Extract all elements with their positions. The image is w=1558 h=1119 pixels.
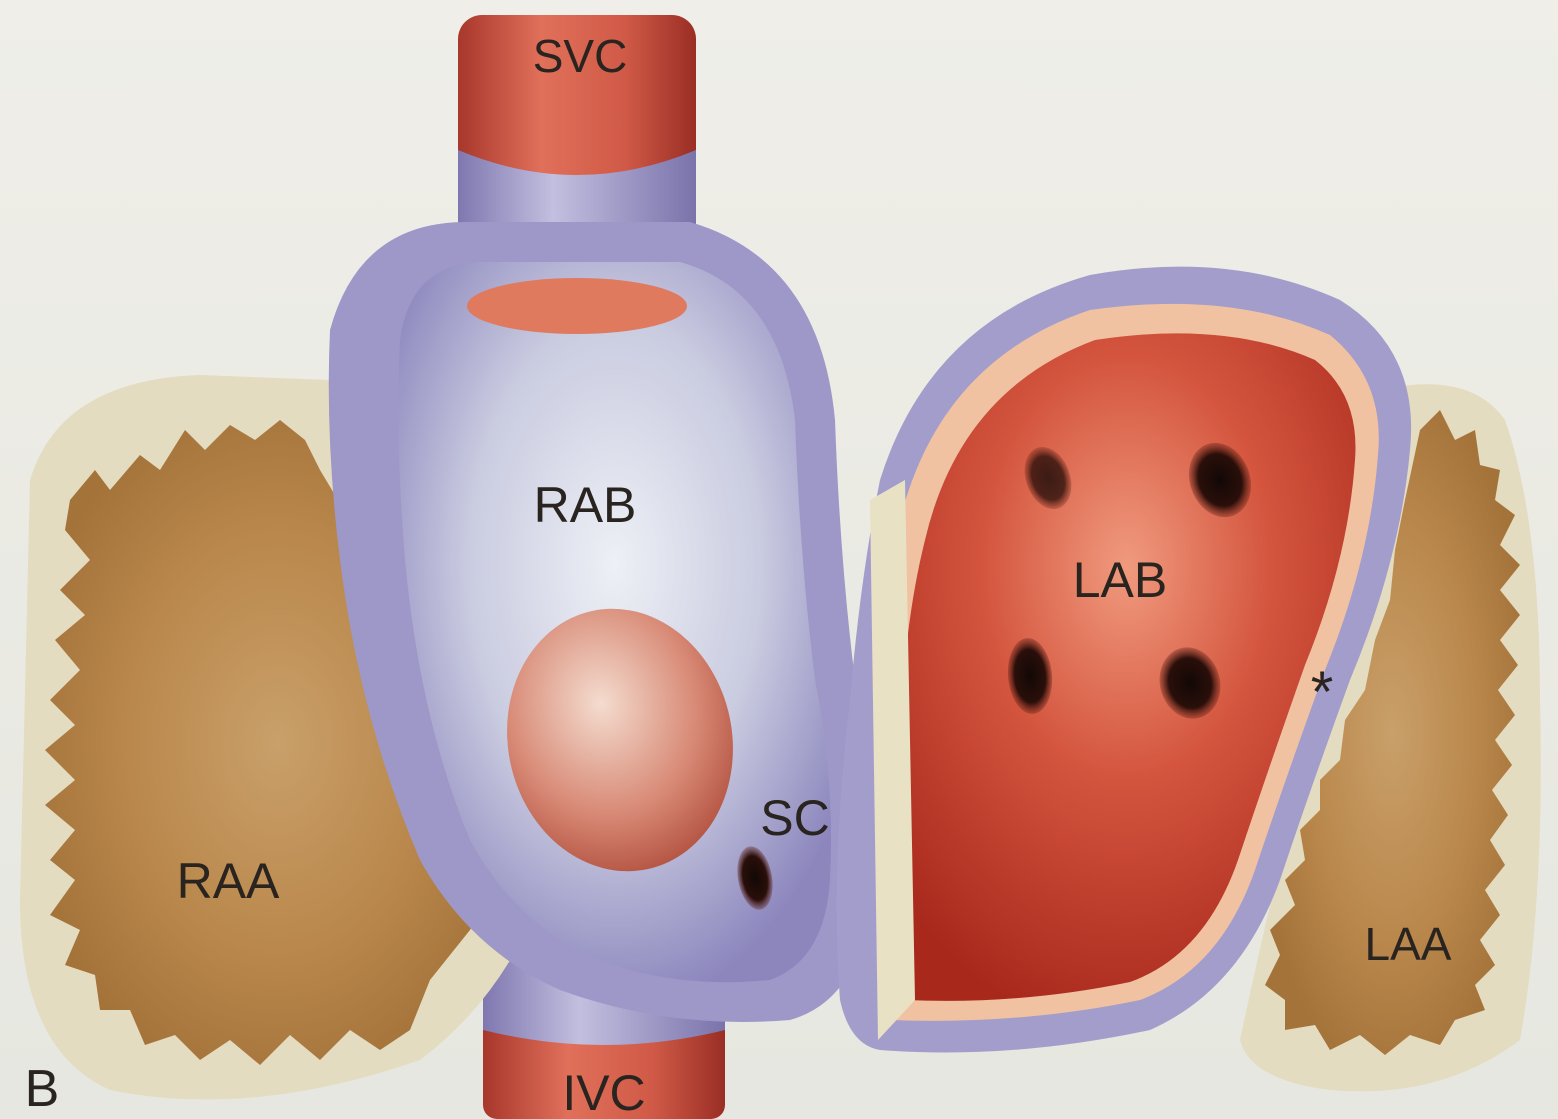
- label-asterisk: *: [1311, 660, 1334, 725]
- label-rab: RAB: [534, 477, 637, 533]
- label-svc: SVC: [533, 30, 628, 82]
- panel-letter: B: [25, 1060, 60, 1118]
- label-ivc: IVC: [562, 1065, 645, 1119]
- label-lab: LAB: [1073, 552, 1168, 608]
- label-laa: LAA: [1365, 918, 1452, 970]
- label-sc: SC: [760, 790, 829, 846]
- label-raa: RAA: [177, 853, 280, 909]
